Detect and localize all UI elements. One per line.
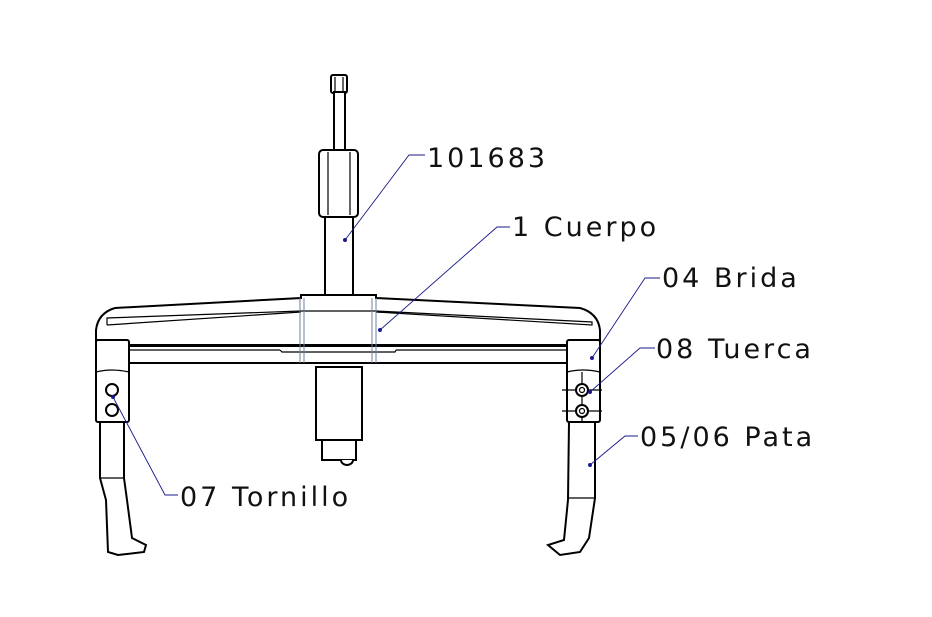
forcing-screw: [318, 74, 359, 297]
callout-leg: 05/06 Pata: [640, 422, 815, 453]
callout-screw: 101683: [427, 143, 548, 174]
callout-nut: 08 Tuerca: [656, 334, 814, 365]
callout-bolt: 07 Tornillo: [180, 482, 351, 513]
callout-flange: 04 Brida: [662, 263, 800, 294]
leader-lines: [111, 154, 660, 496]
body-crossbar: [95, 294, 601, 364]
right-leg: [545, 421, 596, 557]
callout-body: 1 Cuerpo: [512, 212, 659, 243]
left-flange: [95, 339, 130, 423]
left-leg: [99, 421, 148, 557]
center-point: [315, 366, 363, 466]
right-flange: [562, 339, 602, 430]
